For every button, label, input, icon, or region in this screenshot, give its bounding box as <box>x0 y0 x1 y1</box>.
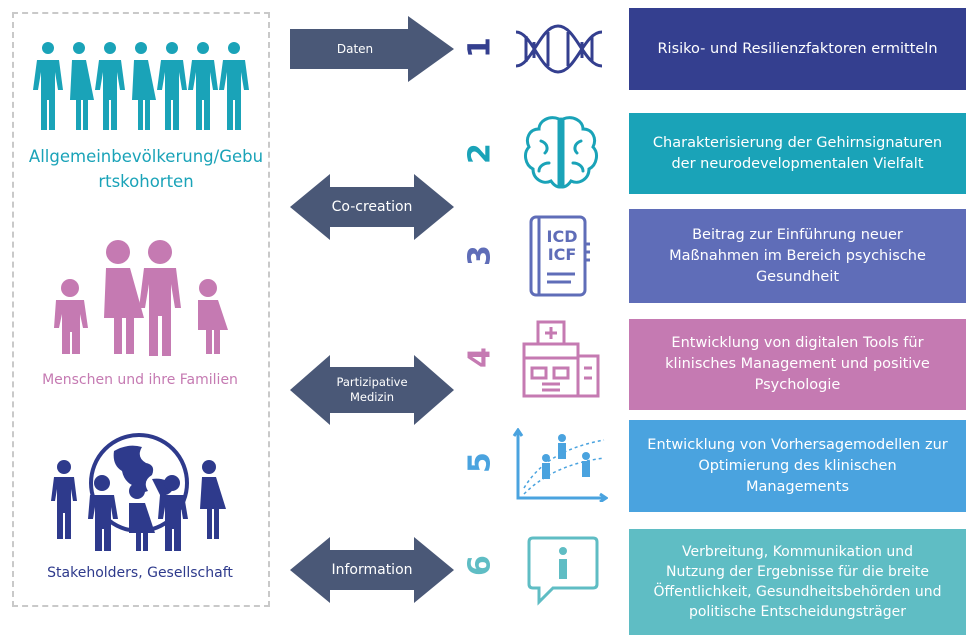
icd-text: ICD <box>546 227 578 246</box>
group-label-families: Menschen und ihre Familien <box>42 372 238 388</box>
group-label-general-population: Allgemeinbevölkerung/Geburtskohorten <box>28 147 264 191</box>
step-text-2: Charakterisierung der Gehirnsignaturen d… <box>652 134 943 172</box>
data-arrow <box>290 16 454 82</box>
step-box-4: Entwicklung von digitalen Tools für klin… <box>629 319 966 410</box>
step-number-3: 3 <box>462 245 498 266</box>
step-text-4: Entwicklung von digitalen Tools für klin… <box>665 335 930 393</box>
brain-icon <box>524 116 598 189</box>
population-people-icon <box>33 42 249 130</box>
step-text-6: Verbreitung, Kommunikation und Nutzung d… <box>653 544 942 620</box>
step-number-4: 4 <box>462 347 498 368</box>
arrow-label-cocreation: Co-creation <box>331 199 413 215</box>
step-number-5: 5 <box>462 452 498 473</box>
cocreation-arrow <box>290 174 454 240</box>
globe-society-icon <box>51 433 226 551</box>
step-box-2: Charakterisierung der Gehirnsignaturen d… <box>629 113 966 194</box>
participative-medicine-arrow <box>290 355 454 425</box>
step-box-3: Beitrag zur Einführung neuer Maßnahmen i… <box>629 209 966 303</box>
step-box-1: Risiko- und Resilienzfaktoren ermitteln <box>629 8 966 90</box>
icd-icf-book-icon: ICD ICF <box>527 214 593 298</box>
dna-icon <box>515 24 603 74</box>
hospital-icon <box>522 320 600 398</box>
step-box-6: Verbreitung, Kommunikation und Nutzung d… <box>629 529 966 635</box>
step-number-2: 2 <box>462 143 498 164</box>
step-number-1: 1 <box>462 37 498 58</box>
prediction-chart-icon <box>512 428 608 502</box>
arrow-label-information: Information <box>331 562 413 578</box>
step-number-6: 6 <box>462 555 498 576</box>
family-icon <box>54 240 228 356</box>
info-bubble-icon <box>527 536 599 606</box>
information-arrow <box>290 537 454 603</box>
step-text-1: Risiko- und Resilienzfaktoren ermitteln <box>657 40 938 57</box>
step-text-3: Beitrag zur Einführung neuer Maßnahmen i… <box>669 226 926 285</box>
step-box-5: Entwicklung von Vorhersagemodellen zur O… <box>629 420 966 512</box>
group-label-society: Stakeholders, Gesellschaft <box>47 565 233 581</box>
arrow-label-participative: Partizipative Medizin <box>336 375 408 404</box>
arrow-label-data: Daten <box>336 42 374 56</box>
stakeholder-panel <box>12 12 270 607</box>
icf-text: ICF <box>547 245 577 264</box>
step-text-5: Entwicklung von Vorhersagemodellen zur O… <box>647 436 948 495</box>
